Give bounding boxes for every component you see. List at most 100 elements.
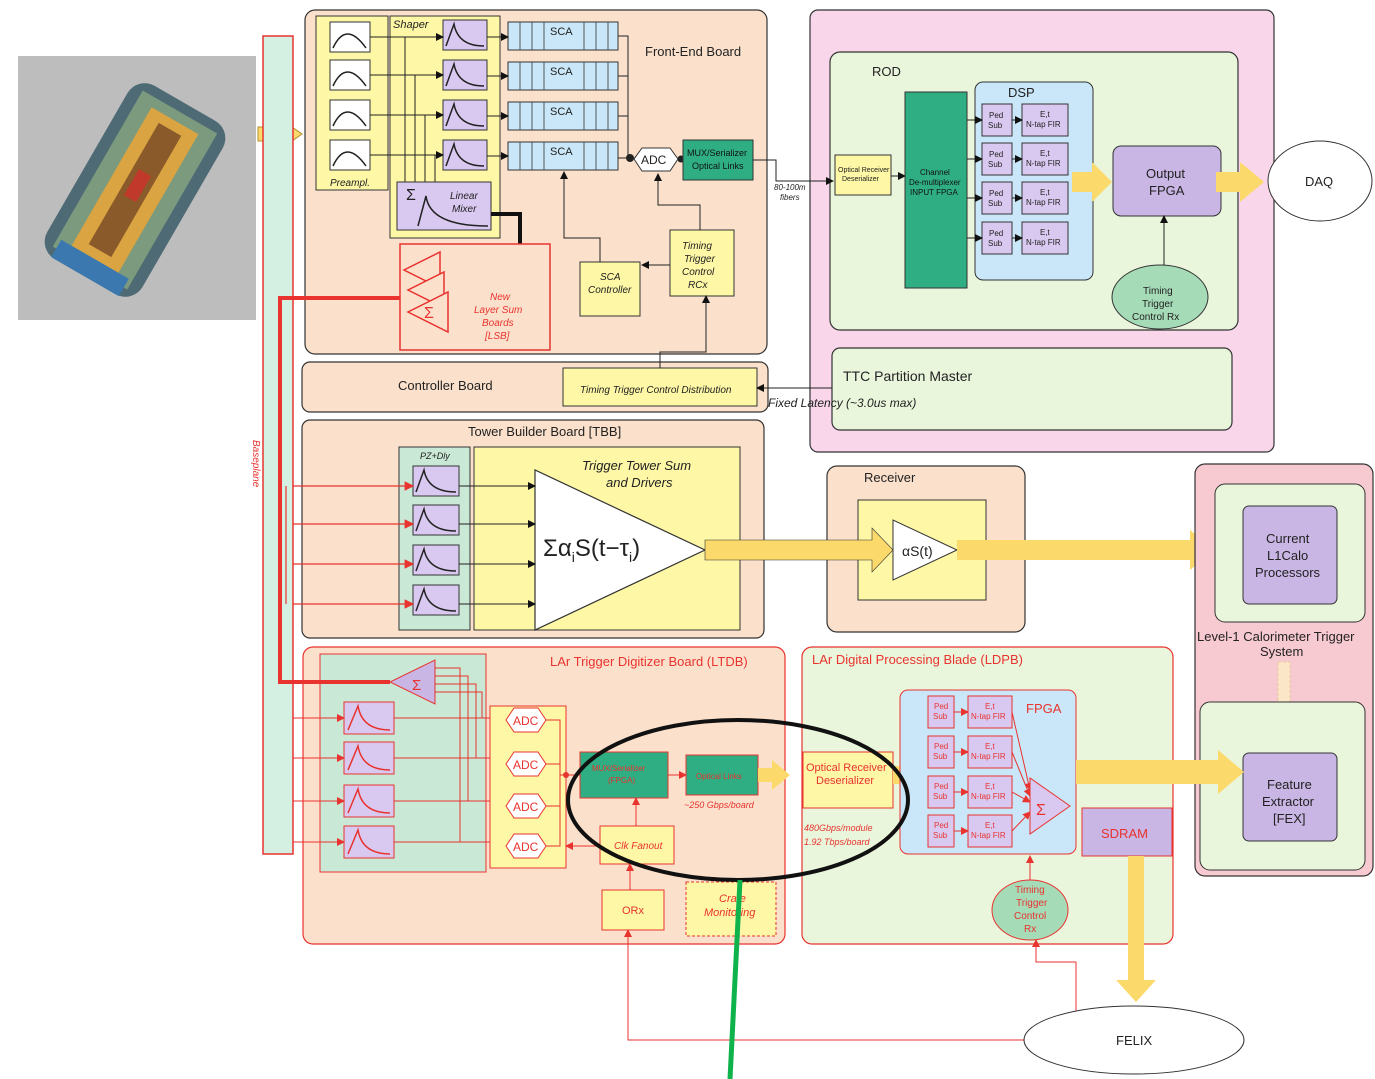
ltdb-mux-label-1: MUX/Serializer [592, 764, 646, 773]
receiver-formula: αS(t) [902, 543, 933, 559]
shaper-label: Shaper [393, 19, 430, 31]
sdram-label: SDRAM [1101, 826, 1148, 841]
rod-optical-rx-label-1: Optical Receiver [838, 167, 890, 174]
felix-feedback-lines [628, 930, 1076, 1040]
fex-label-1: Feature [1267, 777, 1312, 792]
sca-mux-dot [626, 154, 634, 162]
ltdb-adc-label-3: ADC [513, 800, 539, 814]
l1calo-current-label-3: Processors [1255, 565, 1321, 580]
ltdb-rate-label: ~250 Gbps/board [684, 800, 755, 810]
rod-optical-rx-label-2: Deserializer [842, 176, 880, 183]
rod-fir-4b: N-tap FIR [1026, 238, 1061, 247]
lsb-label-4: [LSB] [484, 331, 510, 342]
ldpb-title: LAr Digital Processing Blade (LDPB) [812, 652, 1023, 667]
rod-title: ROD [872, 64, 901, 79]
ltdb-adc-label-1: ADC [513, 714, 539, 728]
ltdb-title: LAr Trigger Digitizer Board (LTDB) [550, 654, 748, 669]
rod-ped-3b: Sub [988, 199, 1003, 208]
rod-ped-4a: Ped [989, 229, 1003, 238]
ldpb-fir-2a: E,t [985, 742, 996, 751]
sca-label-1: SCA [550, 26, 573, 38]
orx-label: ORx [622, 905, 645, 917]
fibers-label-1: 80-100m [774, 183, 806, 192]
lsb-sigma: Σ [424, 305, 434, 322]
rod-ped-4b: Sub [988, 239, 1003, 248]
l1calo-system-label-2: System [1260, 644, 1303, 659]
lsb-label-3: Boards [482, 318, 514, 329]
output-fpga-label-1: Output [1146, 166, 1185, 181]
tbb-sum-title-2: and Drivers [606, 475, 673, 490]
fex-label-2: Extractor [1262, 794, 1315, 809]
ldpb-sigma: Σ [1036, 802, 1046, 819]
fe-mux-label-2: Optical Links [692, 161, 744, 171]
ltdb-mux-dot [563, 772, 569, 778]
rod-ttc-rx-label-3: Control Rx [1132, 312, 1179, 323]
ldpb-fir-4b: N-tap FIR [971, 831, 1006, 840]
sca-controller-label-1: SCA [600, 272, 621, 283]
fex-label-3: [FEX] [1273, 811, 1306, 826]
ldpb-ped-3b: Sub [933, 792, 948, 801]
sca-label-2: SCA [550, 66, 573, 78]
rod-fir-3a: E,t [1040, 188, 1051, 197]
rod-ped-1a: Ped [989, 111, 1003, 120]
ldpb-ped-2a: Ped [934, 742, 948, 751]
dsp-title: DSP [1008, 85, 1035, 100]
rod-ped-2a: Ped [989, 150, 1003, 159]
clk-fanout-label: Clk Fanout [614, 841, 664, 852]
ldpb-ped-2b: Sub [933, 752, 948, 761]
ldpb-fir-3a: E,t [985, 782, 996, 791]
ldpb-optical-label-2: Deserializer [816, 775, 874, 787]
baseplane-label: Baseplane [250, 440, 261, 488]
rod-fir-1a: E,t [1040, 110, 1051, 119]
ldpb-fir-1a: E,t [985, 702, 996, 711]
ldpb-fir-1b: N-tap FIR [971, 712, 1006, 721]
fe-ttc-label-2: Trigger [684, 254, 716, 265]
ldpb-fpga-title: FPGA [1026, 701, 1062, 716]
rod-fir-3b: N-tap FIR [1026, 198, 1061, 207]
ttc-partition-label: TTC Partition Master [843, 368, 972, 384]
fe-ttc-label-3: Control [682, 267, 715, 278]
ltdb-sigma: Σ [412, 677, 421, 694]
rod-ped-1b: Sub [988, 121, 1003, 130]
tbb-pz-dly-label: PZ+Dly [420, 451, 450, 461]
ltdb-mux-label-2: (FPGA) [608, 776, 635, 785]
sca-label-3: SCA [550, 106, 573, 118]
rod-fir-4a: E,t [1040, 228, 1051, 237]
sca-controller-label-2: Controller [588, 285, 632, 296]
rod-demux-label-3: INPUT FPGA [910, 188, 959, 197]
ldpb-rate-1: 480Gbps/module [804, 823, 873, 833]
ldpb-fir-4a: E,t [985, 821, 996, 830]
lsb-label-1: New [490, 292, 511, 303]
rod-ttc-rx-label-1: Timing [1143, 286, 1173, 297]
ltdb-adc-label-4: ADC [513, 840, 539, 854]
rod-demux-label-1: Channel [920, 168, 950, 177]
rod-fir-2a: E,t [1040, 149, 1051, 158]
crate-mon-label-1: Crate [719, 893, 746, 905]
sca-label-4: SCA [550, 146, 573, 158]
ldpb-ped-4b: Sub [933, 831, 948, 840]
linear-mixer-label-1: Linear [450, 191, 478, 202]
ldpb-ped-1a: Ped [934, 702, 948, 711]
linear-mixer-sigma: Σ [406, 187, 416, 204]
l1calo-current-label-2: L1Calo [1267, 548, 1308, 563]
rod-fir-2b: N-tap FIR [1026, 159, 1061, 168]
fibers-label-2: fibers [780, 193, 800, 202]
fixed-latency-label: Fixed Latency (~3.0us max) [768, 396, 916, 410]
crate-mon-label-2: Monitoring [704, 907, 756, 919]
fe-mux-label-1: MUX/Serializer [687, 148, 747, 158]
ldpb-ttc-label-1: Timing [1015, 885, 1045, 896]
ldpb-ped-3a: Ped [934, 782, 948, 791]
l1calo-current-label-1: Current [1266, 531, 1310, 546]
ldpb-ped-4a: Ped [934, 821, 948, 830]
output-fpga-box [1113, 146, 1221, 216]
preamp-label: Preampl. [330, 178, 370, 189]
rod-ttc-rx-label-2: Trigger [1142, 299, 1174, 310]
output-fpga-label-2: FPGA [1149, 183, 1185, 198]
lsb-label-2: Layer Sum [474, 305, 522, 316]
ttc-partition-box [832, 348, 1232, 430]
rod-ped-2b: Sub [988, 160, 1003, 169]
felix-label: FELIX [1116, 1033, 1152, 1048]
ldpb-fir-2b: N-tap FIR [971, 752, 1006, 761]
tbb-title: Tower Builder Board [TBB] [468, 424, 621, 439]
ldpb-ped-1b: Sub [933, 712, 948, 721]
